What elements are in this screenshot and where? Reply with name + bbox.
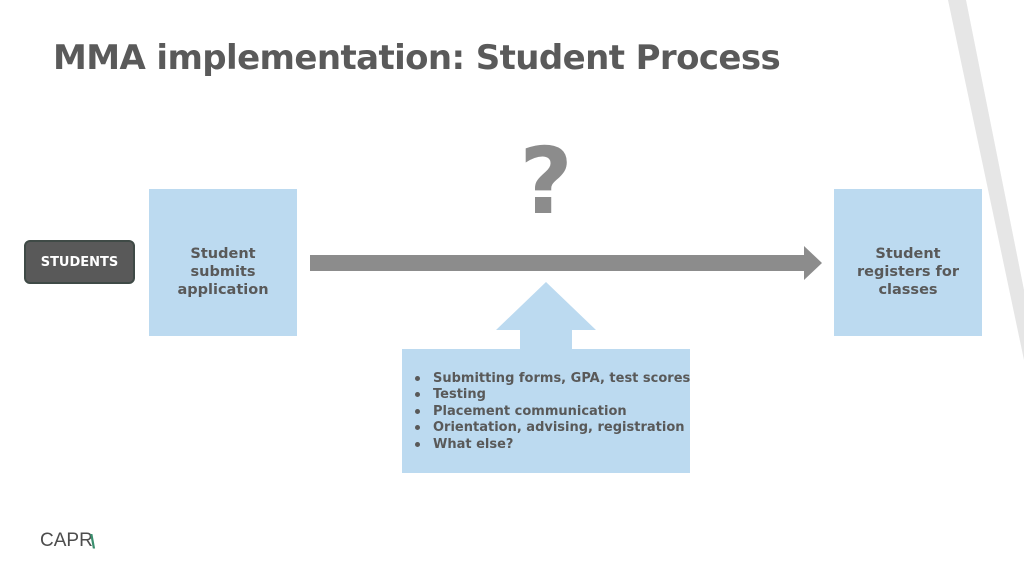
step-register-classes: Student registers for classes (834, 189, 982, 336)
up-arrow (496, 282, 596, 352)
capr-logo-mark: \ (90, 532, 96, 553)
detail-item: Placement communication (414, 404, 690, 420)
step-register-label: Student registers for classes (857, 246, 959, 298)
slide-title: MMA implementation: Student Process (53, 38, 781, 78)
students-box: STUDENTS (24, 240, 135, 284)
process-arrow (310, 246, 822, 280)
capr-logo: CAPR (40, 530, 93, 551)
step-submit-label: Student submits application (177, 246, 269, 298)
detail-item: Submitting forms, GPA, test scores (414, 371, 690, 387)
detail-item: Orientation, advising, registration (414, 420, 690, 436)
details-list: Submitting forms, GPA, test scores Testi… (414, 371, 690, 453)
details-box: Submitting forms, GPA, test scores Testi… (402, 349, 690, 473)
step-submit-application: Student submits application (149, 189, 297, 336)
detail-item: What else? (414, 437, 690, 453)
question-mark: ? (519, 128, 573, 235)
detail-item: Testing (414, 387, 690, 403)
